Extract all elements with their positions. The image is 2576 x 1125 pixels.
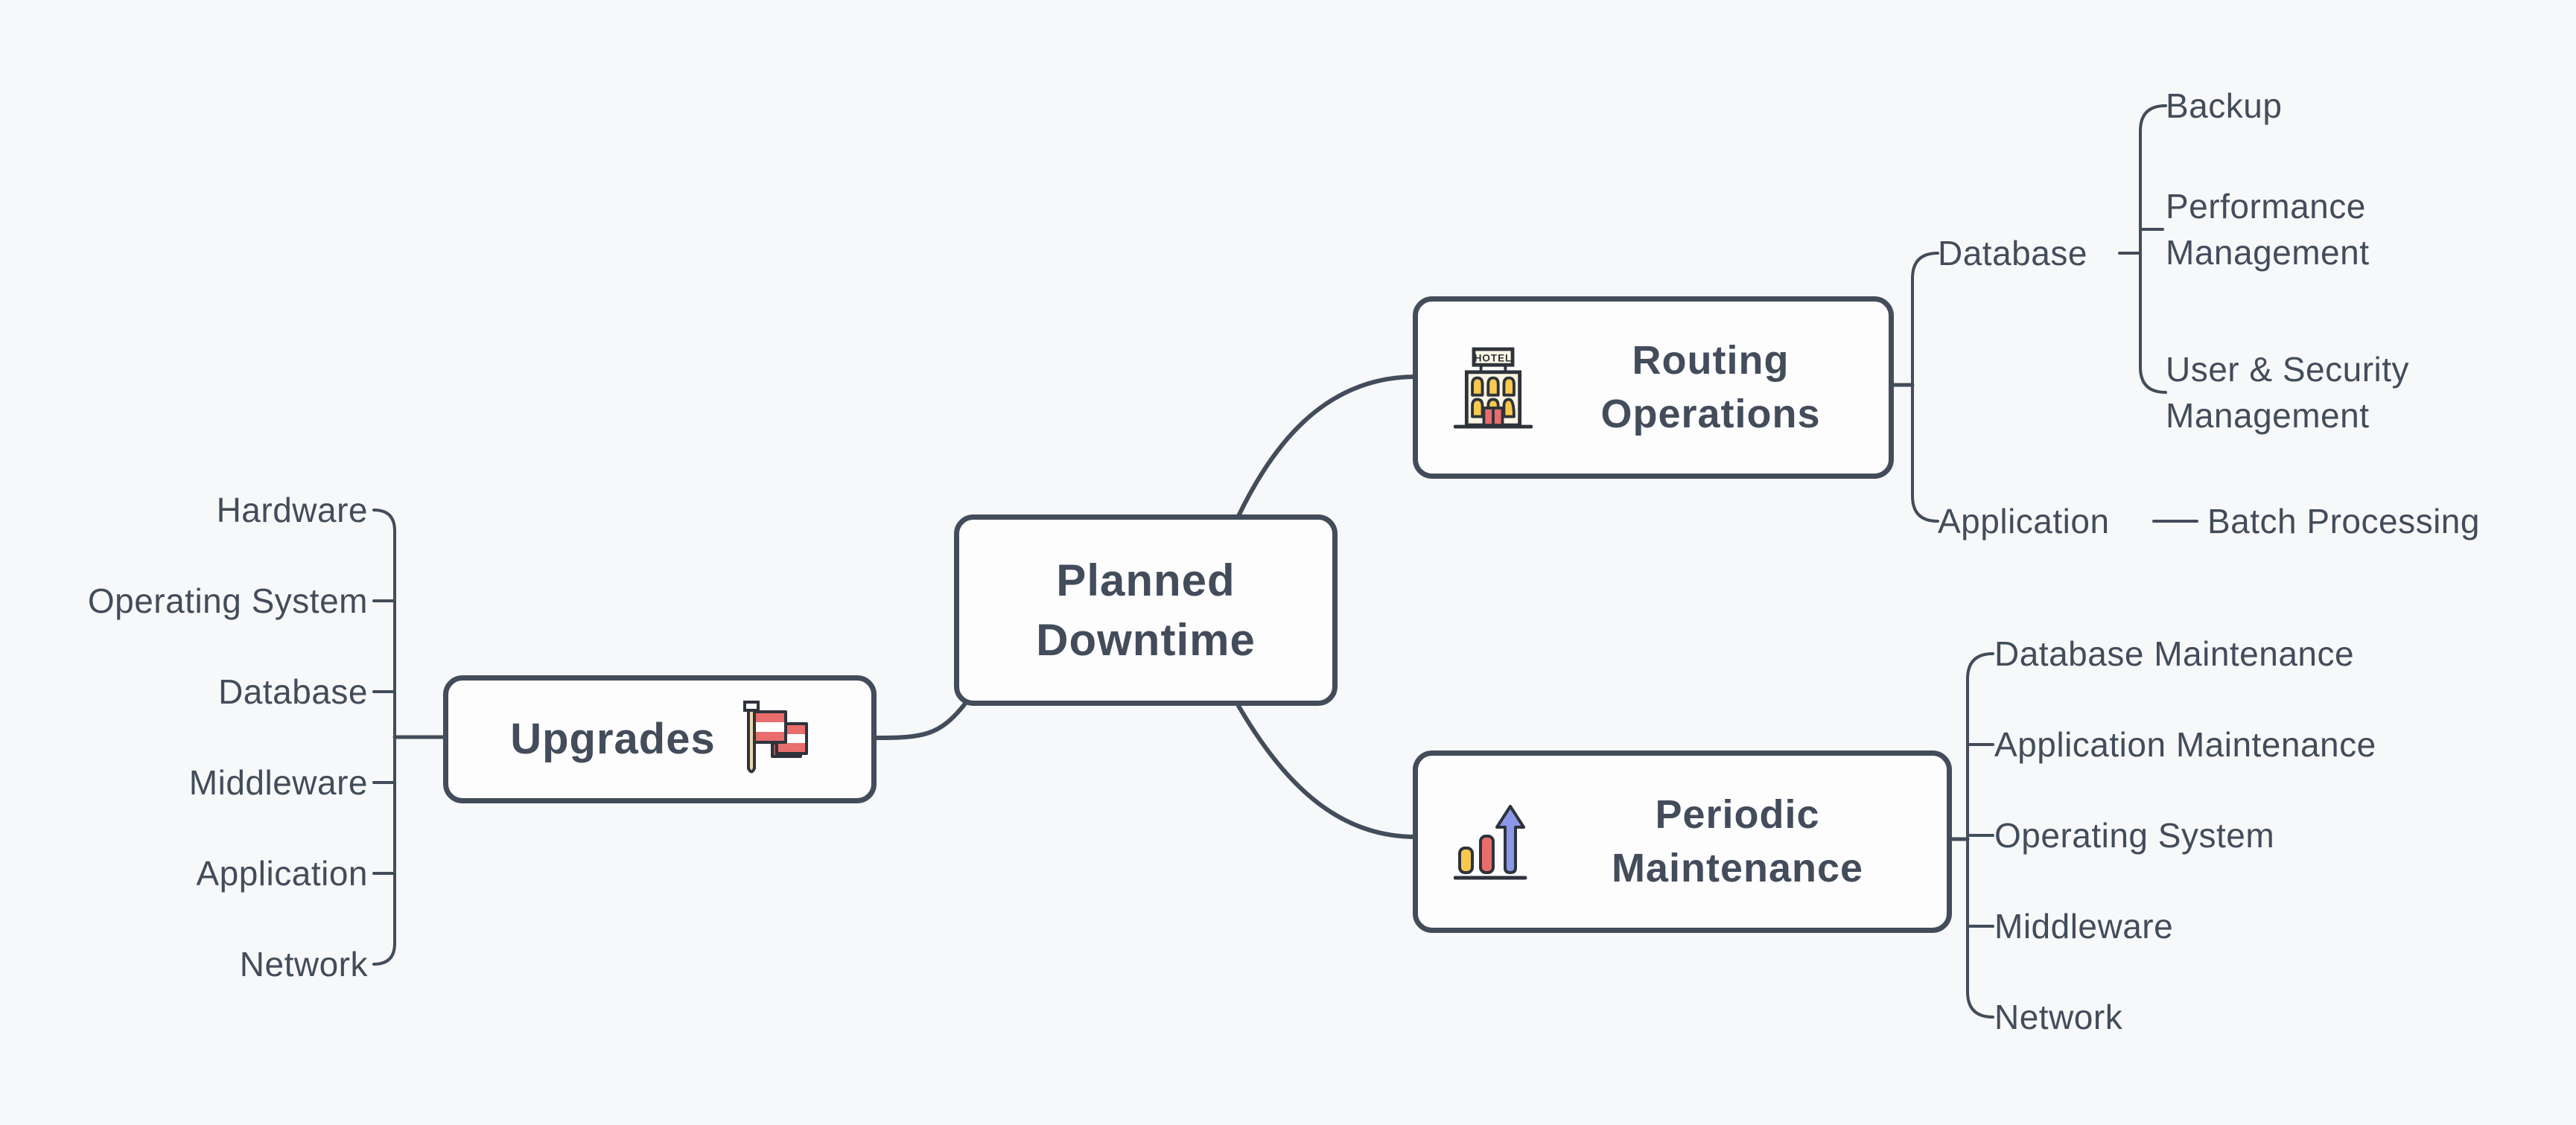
leaf-hardware[interactable]: Hardware (216, 491, 368, 529)
leaf-application-left[interactable]: Application (196, 854, 368, 893)
leaf-database-group[interactable]: Database (1938, 234, 2087, 273)
leaf-database-maintenance[interactable]: Database Maintenance (1994, 634, 2355, 673)
leaf-performance-management[interactable]: Performance Management (2166, 187, 2370, 272)
database-children-trunk (2139, 104, 2167, 394)
leaf-application-maintenance[interactable]: Application Maintenance (1994, 725, 2376, 764)
upgrades-title: Upgrades (510, 714, 716, 763)
leaf-network-left[interactable]: Network (239, 945, 368, 984)
leaf-operating-system-left[interactable]: Operating System (87, 581, 368, 620)
hotel-sign-text: HOTEL (1475, 352, 1513, 363)
node-planned-downtime[interactable]: Planned Downtime (954, 514, 1338, 706)
leaf-batch-processing[interactable]: Batch Processing (2207, 502, 2480, 541)
routing-children-trunk (1911, 252, 1939, 523)
periodic-title: Periodic Maintenance (1611, 792, 1864, 890)
node-routing-operations[interactable]: HOTEL Routing Operations (1413, 296, 1894, 479)
routing-title: Routing Operations (1600, 338, 1821, 436)
leaf-operating-system-right[interactable]: Operating System (1994, 816, 2275, 855)
node-periodic-maintenance[interactable]: Periodic Maintenance (1413, 750, 1952, 933)
leaf-application-group[interactable]: Application (1938, 502, 2110, 541)
root-title: Planned Downtime (1036, 555, 1256, 665)
leaf-middleware-left[interactable]: Middleware (188, 763, 368, 802)
edge-root-upgrades (874, 701, 967, 740)
leaf-database-left[interactable]: Database (218, 672, 368, 711)
edge-root-routing-operations (1236, 375, 1418, 518)
edge-root-periodic-maintenance (1236, 704, 1418, 839)
leaf-middleware-right[interactable]: Middleware (1994, 907, 2174, 946)
hotel-icon: HOTEL (1454, 347, 1533, 428)
node-upgrades[interactable]: Upgrades (443, 675, 877, 803)
leaf-backup[interactable]: Backup (2166, 86, 2283, 125)
leaf-user-security-management[interactable]: User & Security Management (2166, 350, 2410, 435)
leaf-network-right[interactable]: Network (1994, 998, 2123, 1036)
bar-chart-icon (1454, 804, 1527, 879)
flag-icon (742, 701, 808, 774)
upgrades-children-trunk (372, 509, 396, 966)
